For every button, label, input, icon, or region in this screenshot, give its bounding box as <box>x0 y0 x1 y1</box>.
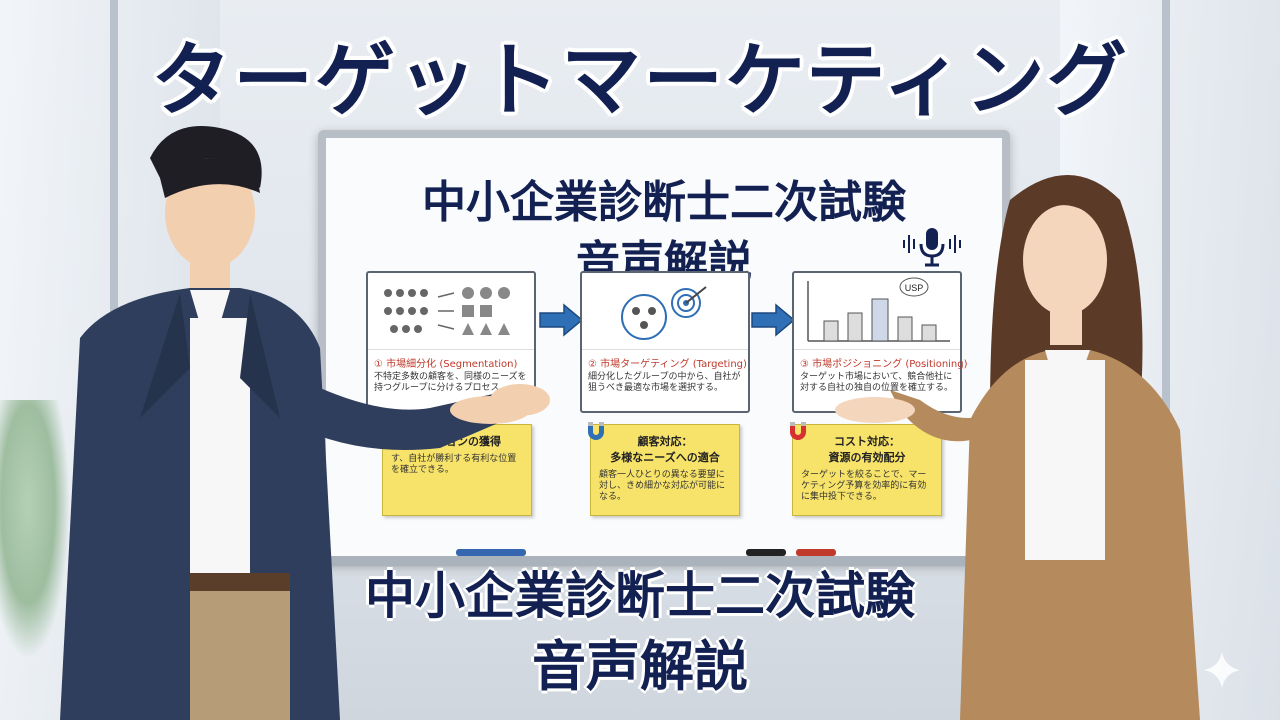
target-icon <box>621 286 707 340</box>
note-text: す、自社が勝利する有利な位置を確立できる。 <box>391 454 517 475</box>
window-frame <box>1162 0 1170 720</box>
note-subtitle: 多様なニーズへの適合 <box>610 451 720 464</box>
arrow-right-icon <box>751 303 796 337</box>
note-text: 顧客一人ひとりの異なる要望に対し、きめ細かな対応が可能になる。 <box>599 470 726 502</box>
caption-line1: 中小企業診断士二次試験 <box>365 567 915 625</box>
male-presenter-hand <box>450 396 530 424</box>
step-text: ターゲット市場において、競合他社に対する自社の独自の位置を確立する。 <box>800 372 954 393</box>
step-label: ② 市場ターゲティング (Targeting) <box>588 359 747 370</box>
sticky-note: 顧客対応： 多様なニーズへの適合 顧客一人ひとりの異なる要望に対し、きめ細かな対… <box>590 424 740 516</box>
target-illustration <box>582 273 748 350</box>
positioning-illustration: USP <box>794 273 960 350</box>
sticky-note: コスト対応： 資源の有効配分 ターゲットを絞ることで、マーケティング予算を効率的… <box>792 424 942 516</box>
step-text: 細分化したグループの中から、自社が狙うべき最適な市場を選択する。 <box>588 372 741 393</box>
note-subtitle: 資源の有効配分 <box>828 451 906 464</box>
note-title: コスト対応： <box>834 435 900 448</box>
step-card-targeting: ② 市場ターゲティング (Targeting) 細分化したグループの中から、自社… <box>580 271 750 413</box>
usp-label: USP <box>905 283 924 293</box>
step-text: 不特定多数の顧客を、同様のニーズを持つグループに分けるプロセス <box>374 372 527 393</box>
arrow-right-icon <box>539 303 584 337</box>
caption-line2: 音声解説 <box>532 635 748 698</box>
board-title-line1: 中小企業診断士二次試験 <box>422 177 906 228</box>
marker-pen <box>456 549 526 556</box>
sparkle-icon <box>1204 652 1240 688</box>
step-card-positioning: USP ③ 市場ポジショニング (Positioning) ターゲット市場におい… <box>792 271 968 413</box>
step-label: ③ 市場ポジショニング (Positioning) <box>800 359 968 370</box>
marker-tray <box>326 556 1002 566</box>
magnet-icon <box>588 422 604 440</box>
microphone-icon <box>903 228 961 267</box>
magnet-icon <box>790 422 806 440</box>
female-presenter-hand <box>835 397 915 423</box>
marker-pen <box>796 549 836 556</box>
marker-pen <box>746 549 786 556</box>
step-label: ① 市場細分化 (Segmentation) <box>374 359 518 370</box>
main-title: ターゲットマーケティング <box>151 34 1129 127</box>
crowd-illustration <box>368 273 534 350</box>
background-plant <box>0 400 70 660</box>
female-presenter <box>890 175 1200 720</box>
male-presenter <box>60 126 550 720</box>
whiteboard: 中小企業診断士二次試験 音声解説 <box>318 130 1010 566</box>
bar-blocks-icon: USP <box>807 277 950 342</box>
note-title: 顧客対応： <box>637 435 693 448</box>
people-icon <box>384 287 510 335</box>
note-text: ターゲットを絞ることで、マーケティング予算を効率的に有効に集中投下できる。 <box>801 470 927 502</box>
